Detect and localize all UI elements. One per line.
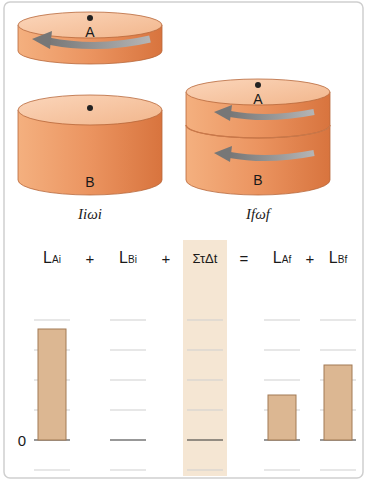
equation-term: LBf xyxy=(329,250,347,266)
disk-a xyxy=(18,12,162,64)
disk-label: A xyxy=(243,89,273,109)
equation-term: ΣτΔt xyxy=(193,252,218,265)
equation-term: LAi xyxy=(43,250,61,266)
disk-letter: A xyxy=(85,25,94,39)
axis-zero: 0 xyxy=(18,433,26,448)
equation-term: LAf xyxy=(273,250,291,266)
equation-term: LBi xyxy=(119,250,137,266)
operator: = xyxy=(240,251,249,266)
disk-label: B xyxy=(75,172,105,192)
combined-disks xyxy=(186,79,330,195)
disk-letter: B xyxy=(253,173,262,187)
grid-lines xyxy=(34,320,356,470)
operator: + xyxy=(86,251,95,266)
operator: + xyxy=(306,251,315,266)
moment-label: Iiωi xyxy=(78,207,102,222)
highlight-band xyxy=(183,240,227,476)
disk-letter: B xyxy=(85,175,94,189)
frame xyxy=(4,2,363,478)
disk-label: B xyxy=(243,170,273,190)
disk-label: A xyxy=(75,22,105,42)
bars xyxy=(38,329,352,440)
disk-letter: A xyxy=(253,92,262,106)
moment-label: Ifωf xyxy=(246,207,270,222)
disk-b xyxy=(18,95,162,195)
operator: + xyxy=(162,251,171,266)
